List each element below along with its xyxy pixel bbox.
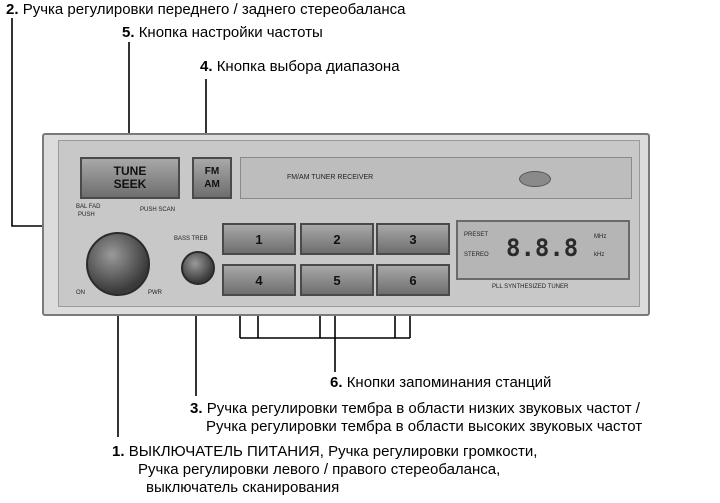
bal-fad-label: BAL FAD xyxy=(76,204,101,210)
lcd-mhz-indicator: MHz xyxy=(594,234,607,240)
label-5-text: Кнопка настройки частоты xyxy=(138,24,323,41)
push-scan-label: PUSH SCAN xyxy=(140,207,176,213)
receiver-title: FM/AM TUNER RECEIVER xyxy=(287,174,374,181)
label-5: 5. Кнопка настройки частоты xyxy=(122,24,323,42)
label-3-line1: Ручка регулировки тембра в области низки… xyxy=(206,400,640,417)
fm-am-button[interactable]: FM AM xyxy=(192,157,232,199)
label-3: 3. Ручка регулировки тембра в области ни… xyxy=(190,400,642,436)
preset-button-3[interactable]: 3 xyxy=(376,223,450,255)
push-label: PUSH xyxy=(78,212,95,218)
preset-button-1[interactable]: 1 xyxy=(222,223,296,255)
label-2-text: Ручка регулировки переднего / заднего ст… xyxy=(22,1,406,18)
tune-seek-button[interactable]: TUNE SEEK xyxy=(80,157,180,199)
label-4: 4. Кнопка выбора диапазона xyxy=(200,58,400,76)
brand-logo-icon xyxy=(519,171,551,187)
label-1: 1. ВЫКЛЮЧАТЕЛЬ ПИТАНИЯ, Ручка регулировк… xyxy=(112,443,537,497)
label-3-number: 3. xyxy=(190,400,203,417)
label-6-number: 6. xyxy=(330,374,343,391)
label-3-line2: Ручка регулировки тембра в области высок… xyxy=(206,418,643,435)
label-1-line1: ВЫКЛЮЧАТЕЛЬ ПИТАНИЯ, Ручка регулировки г… xyxy=(128,443,538,460)
label-6: 6. Кнопки запоминания станций xyxy=(330,374,551,392)
label-5-number: 5. xyxy=(122,24,135,41)
on-label: ON xyxy=(76,290,85,296)
preset-button-4[interactable]: 4 xyxy=(222,264,296,296)
label-1-line2: Ручка регулировки левого / правого стере… xyxy=(138,461,501,478)
label-1-line3: выключатель сканирования xyxy=(146,479,340,496)
lcd-preset-indicator: PRESET xyxy=(464,232,489,238)
label-2: 2. Ручка регулировки переднего / заднего… xyxy=(6,1,405,19)
lcd-khz-indicator: kHz xyxy=(594,252,605,258)
pwr-label: PWR xyxy=(148,290,162,296)
lcd-caption: PLL SYNTHESIZED TUNER xyxy=(492,284,569,290)
label-2-number: 2. xyxy=(6,1,19,18)
lcd-frequency: 8.8.8 xyxy=(506,234,579,262)
bass-treb-label: BASS TREB xyxy=(174,236,208,242)
power-volume-knob[interactable] xyxy=(86,232,150,296)
preset-button-2[interactable]: 2 xyxy=(300,223,374,255)
label-4-text: Кнопка выбора диапазона xyxy=(216,58,400,75)
bass-treble-knob[interactable] xyxy=(181,251,215,285)
title-panel: FM/AM TUNER RECEIVER xyxy=(240,157,632,199)
lcd-stereo-indicator: STEREO xyxy=(464,252,489,258)
label-6-text: Кнопки запоминания станций xyxy=(346,374,552,391)
lcd-display: PRESET STEREO 8.8.8 MHz kHz xyxy=(456,220,630,280)
preset-button-6[interactable]: 6 xyxy=(376,264,450,296)
label-1-number: 1. xyxy=(112,443,125,460)
label-4-number: 4. xyxy=(200,58,213,75)
preset-button-5[interactable]: 5 xyxy=(300,264,374,296)
